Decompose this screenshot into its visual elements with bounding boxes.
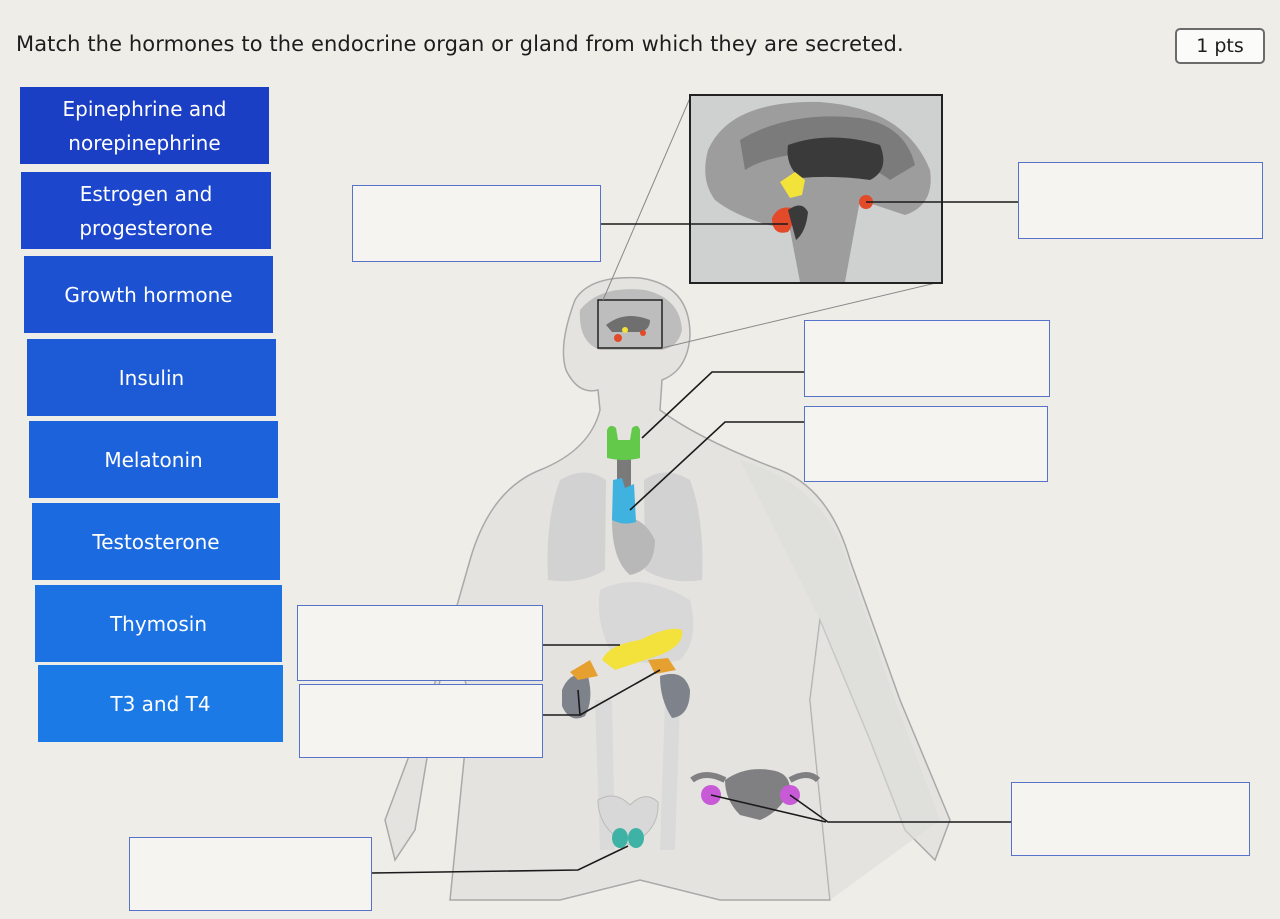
thymus <box>612 478 636 524</box>
thyroid <box>607 425 640 460</box>
hypothalamus <box>780 172 805 198</box>
uterus <box>725 769 790 820</box>
right-kidney <box>660 673 690 718</box>
drop-target-thyroid[interactable] <box>804 320 1050 397</box>
drop-target-thymus[interactable] <box>804 406 1048 482</box>
chip-label: Estrogen and progesterone <box>79 181 213 240</box>
chip-label: T3 and T4 <box>110 691 211 716</box>
left-kidney <box>562 674 591 719</box>
hormone-chip-thymosin[interactable]: Thymosin <box>35 585 282 662</box>
drop-target-pituitary[interactable] <box>352 185 601 262</box>
hormone-chip-insulin[interactable]: Insulin <box>27 339 276 416</box>
chip-label: Testosterone <box>92 529 220 554</box>
right-adrenal <box>648 658 676 674</box>
question-text: Match the hormones to the endocrine orga… <box>16 32 904 56</box>
chip-label: Epinephrine and norepinephrine <box>62 96 227 155</box>
drop-target-pancreas[interactable] <box>297 605 543 681</box>
chip-label: Growth hormone <box>64 282 233 307</box>
hormone-chip-testosterone[interactable]: Testosterone <box>32 503 280 580</box>
mini-pineal <box>640 330 646 336</box>
right-testis <box>628 828 644 848</box>
leader-lines <box>371 201 1018 874</box>
chip-label: Insulin <box>118 365 185 390</box>
left-adrenal <box>570 660 598 680</box>
chip-label: Thymosin <box>109 611 208 636</box>
hormone-chip-growth-hormone[interactable]: Growth hormone <box>24 256 273 333</box>
pituitary <box>772 207 794 233</box>
chip-label: Melatonin <box>104 447 203 472</box>
mini-pituitary <box>614 334 622 342</box>
drop-target-adrenal[interactable] <box>299 684 543 758</box>
left-testis <box>612 828 628 848</box>
hormone-chip-melatonin[interactable]: Melatonin <box>29 421 278 498</box>
pancreas <box>602 628 683 670</box>
points-badge: 1 pts <box>1175 28 1265 64</box>
lungs <box>547 472 606 582</box>
hormone-chip-t3-t4[interactable]: T3 and T4 <box>38 665 283 742</box>
drop-target-testis[interactable] <box>129 837 372 911</box>
hormone-chip-epinephrine[interactable]: Epinephrine and norepinephrine <box>20 87 269 164</box>
drop-target-pineal[interactable] <box>1018 162 1263 239</box>
hormone-chip-estrogen[interactable]: Estrogen and progesterone <box>21 172 271 249</box>
drop-target-ovary[interactable] <box>1011 782 1250 856</box>
